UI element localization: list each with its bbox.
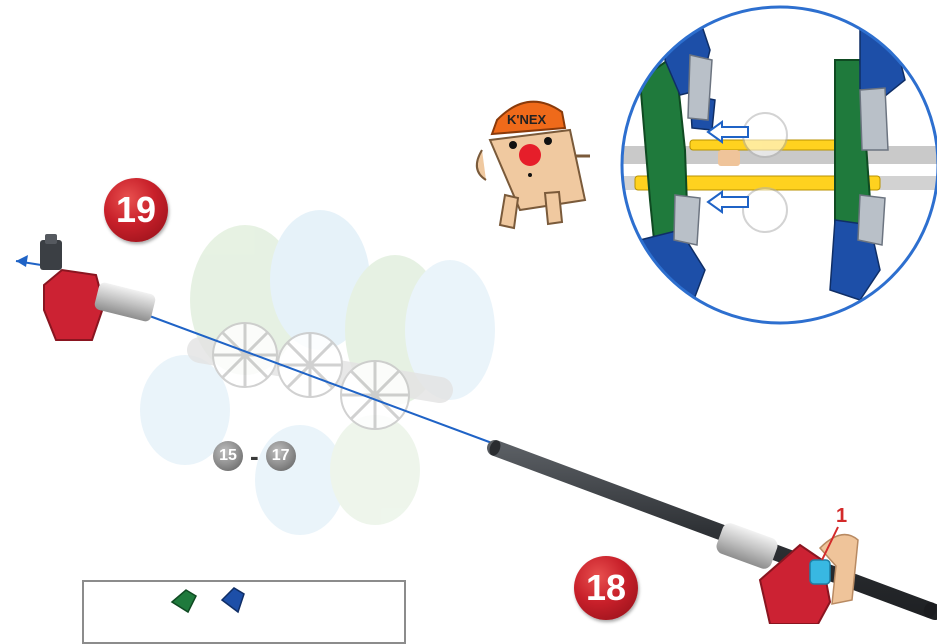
knex-mascot: K'NEX xyxy=(477,102,590,228)
zoom-detail-inset xyxy=(610,0,937,330)
step-18-badge: 18 xyxy=(574,556,638,620)
step-19-badge: 19 xyxy=(104,178,168,242)
range-start-badge: 15 xyxy=(213,441,243,471)
parts-list-pieces xyxy=(84,582,404,626)
callout-marker-1: 1 xyxy=(836,505,847,528)
mascot-helmet-text: K'NEX xyxy=(507,112,547,127)
range-end-badge: 17 xyxy=(266,441,296,471)
step-range-label: 15 - 17 xyxy=(213,441,296,471)
parts-list-box xyxy=(82,580,406,644)
step18-black-rod xyxy=(488,439,937,620)
step19-parts xyxy=(16,234,157,340)
range-dash: - xyxy=(250,441,259,471)
step18-rod-parts xyxy=(714,521,858,624)
